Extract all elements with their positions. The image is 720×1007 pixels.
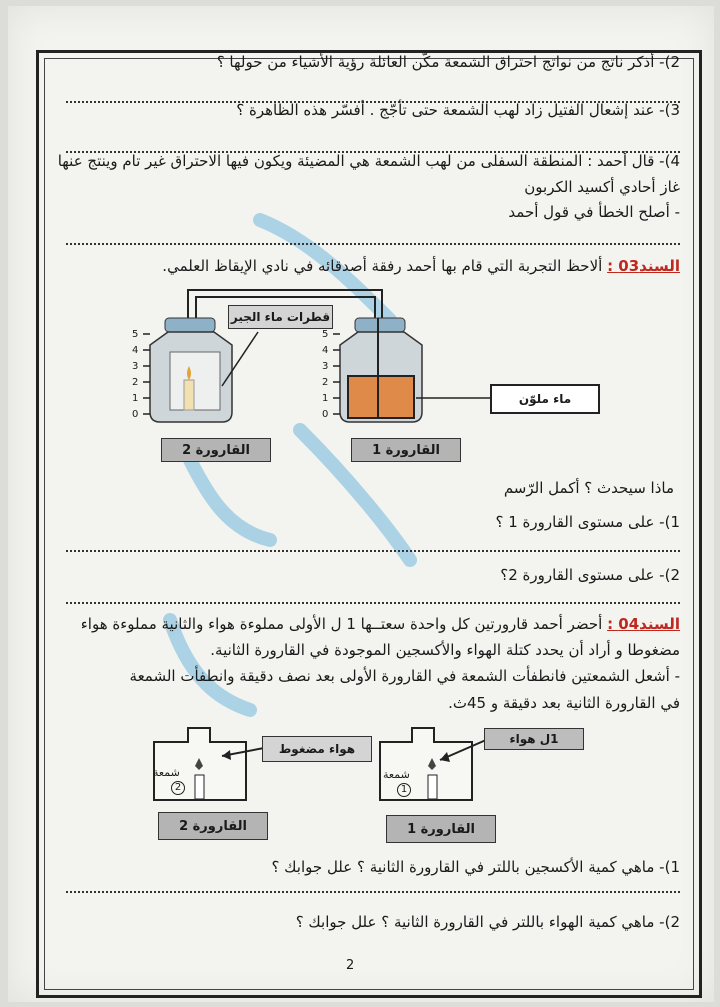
limewater-label: قطرات ماء الجير: [228, 305, 333, 329]
bottle-2-caption-b: القارورة 2: [158, 812, 268, 840]
what-happens-prompt: ماذا سيحدث ؟ أكمل الرّسم: [503, 479, 674, 497]
bottle-1-caption-b: القارورة 1: [386, 815, 496, 843]
experiment-diagram-1: [143, 289, 490, 423]
question-level-bottle-1: 1)- على مستوى القارورة 1 ؟: [495, 513, 680, 531]
page-number: 2: [346, 958, 355, 973]
answer-line: [66, 891, 680, 893]
answer-line: [66, 101, 680, 103]
sanad03-label: السند03 :: [607, 257, 680, 275]
question-3-candle: 3)- عند إشعال الفتيل زاد لهب الشمعة حتى …: [236, 101, 680, 119]
question-air: 2)- ماهي كمية الهواء باللتر في القارورة …: [295, 913, 680, 931]
answer-line: [66, 151, 680, 153]
bottle-1-caption: القارورة 1: [351, 438, 461, 462]
air-volume-label: 1ل هواء: [484, 728, 584, 750]
sanad03-text: ألاحظ التجربة التي قام بها أحمد رفقة أصد…: [162, 257, 608, 275]
question-2-candle: 2)- أذكر ناتج من نواتج احتراق الشمعة مكّ…: [216, 53, 680, 71]
question-4-line2: غاز أحادي أكسيد الكربون: [524, 178, 680, 196]
bottle-2-caption: القارورة 2: [161, 438, 271, 462]
bottle-2-number: 2: [171, 781, 185, 795]
answer-line: [66, 550, 680, 552]
sanad04-label: السند04 :: [607, 615, 680, 633]
sanad04-line2: مضغوطا و أراد أن يحدد كتلة الهواء والأكس…: [210, 641, 680, 659]
page-border: [36, 50, 702, 998]
answer-line: [66, 243, 680, 245]
question-4-line3: - أصلح الخطأ في قول أحمد: [508, 203, 680, 221]
answer-line: [66, 602, 680, 604]
sanad04-line3: - أشعل الشمعتين فانطفأت الشمعة في القارو…: [129, 667, 680, 685]
question-oxygen: 1)- ماهي كمية الأكسجين باللتر في القارور…: [271, 858, 680, 876]
colored-water-label: ماء ملوّن: [490, 384, 600, 414]
question-level-bottle-2: 2)- على مستوى القارورة 2؟: [500, 566, 680, 584]
bottle-1-number: 1: [397, 783, 411, 797]
candle-label-2: شمعة: [153, 766, 180, 779]
question-4-line1: 4)- قال أحمد : المنطقة السفلى من لهب الش…: [57, 152, 680, 170]
sanad04-line1: السند04 : أحضر أحمد قارورتين كل واحدة سع…: [81, 614, 680, 634]
sanad04-text: أحضر أحمد قارورتين كل واحدة سعتــها 1 ل …: [80, 615, 608, 633]
compressed-air-label: هواء مضغوط: [262, 736, 372, 762]
sanad04-line4: في القارورة الثانية بعد دقيقة و 45ث.: [448, 694, 680, 712]
sanad03-heading: السند03 : ألاحظ التجربة التي قام بها أحم…: [162, 256, 680, 276]
watermark-logo: [163, 213, 417, 717]
candle-label-1: شمعة: [383, 768, 410, 781]
